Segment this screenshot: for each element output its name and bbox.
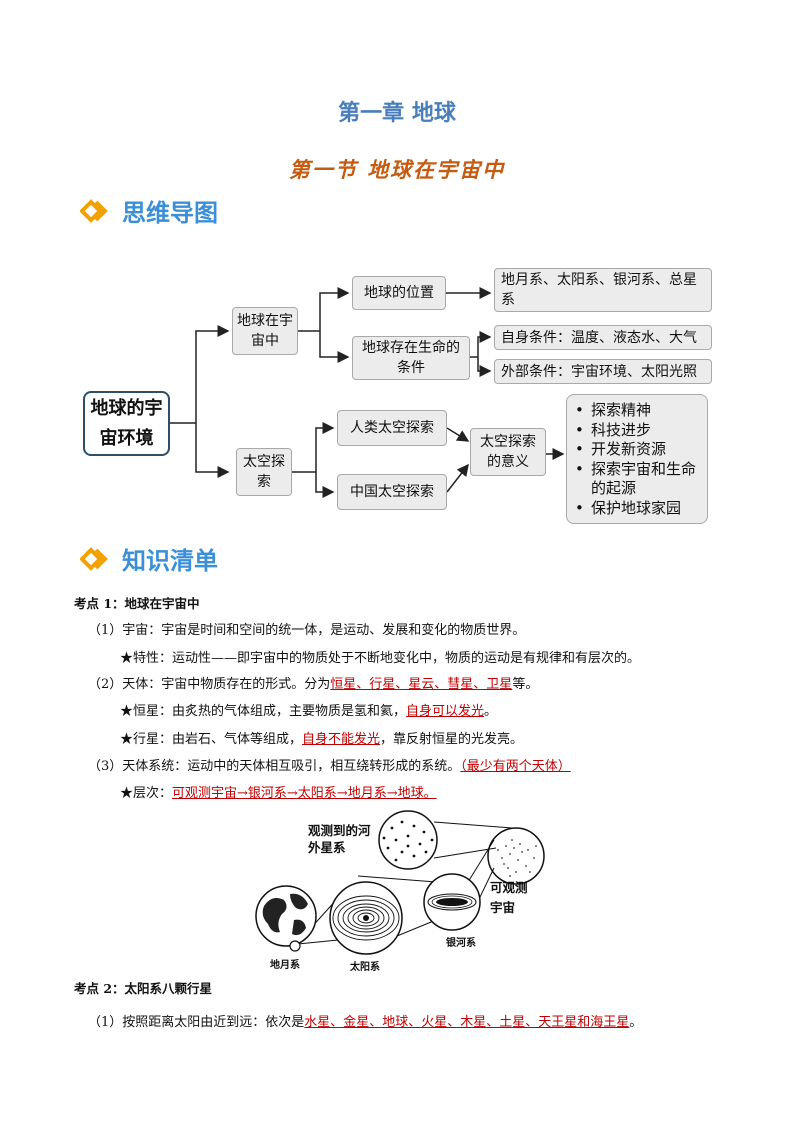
kp1-line-universe: （1）宇宙：宇宙是时间和空间的统一体，是运动、发展和变化的物质世界。 — [88, 623, 526, 638]
kp2-title: 考点 2：太阳系八颗行星 — [74, 981, 213, 996]
kp1-line-system: （3）天体系统：运动中的天体相互吸引，相互绕转形成的系统。（最少有两个天体） — [88, 759, 571, 774]
knowledge-heading: 知识清单 — [80, 541, 218, 576]
list-item: •科技进步 — [575, 420, 652, 439]
list-item: •探索宇宙和生命的起源 — [575, 459, 697, 498]
kp2-line-planet-order: （1）按照距离太阳由近到远：依次是水星、金星、地球、火星、木星、土星、天王星和海… — [88, 1015, 643, 1030]
node-earth-in-universe: 地球在宇宙中 — [232, 307, 298, 355]
kp1-line-star: ★恒星：由炙热的气体组成，主要物质是氢和氦，自身可以发光。 — [120, 704, 498, 719]
node-china-exploration: 中国太空探索 — [337, 474, 447, 510]
node-life-conditions: 地球存在生命的条件 — [352, 336, 470, 380]
celestial-systems-figure: 观测到的河外星系 可观测宇宙 银河系 太阳系 地月系 — [250, 810, 550, 973]
label-galaxies: 观测到的河外星系 — [308, 823, 371, 855]
celestial-systems-illustration — [255, 810, 545, 955]
kp1-line-celestial: （2）天体：宇宙中物质存在的形式。分为恒星、行星、星云、彗星、卫星等。 — [88, 677, 539, 692]
kp1-line-planet: ★行星：由岩石、气体等组成，自身不能发光，靠反射恒星的光发亮。 — [120, 732, 524, 747]
node-exploration-significance: 太空探索的意义 — [470, 428, 546, 476]
mindmap-root: 地球的宇宙环境 — [83, 391, 170, 456]
node-system-levels: 地月系、太阳系、银河系、总星系 — [494, 268, 712, 312]
label-observable-universe: 可观测宇宙 — [490, 880, 528, 915]
node-space-exploration: 太空探索 — [236, 448, 292, 496]
label-earth-moon: 地月系 — [270, 960, 300, 971]
node-internal-conditions: 自身条件：温度、液态水、大气 — [494, 325, 712, 350]
kp1-line-levels: ★层次：可观测宇宙→银河系→太阳系→地月系→地球。 — [120, 786, 437, 801]
list-item: •保护地球家园 — [575, 498, 682, 517]
double-chevron-icon — [80, 546, 108, 571]
label-solar-system: 太阳系 — [350, 962, 380, 973]
mindmap-heading-text: 思维导图 — [122, 199, 218, 227]
kp1-title: 考点 1：地球在宇宙中 — [74, 596, 200, 611]
kp1-line-property: ★特性：运动性——即宇宙中的物质处于不断地变化中，物质的运动是有规律和有层次的。 — [120, 651, 641, 666]
node-external-conditions: 外部条件：宇宙环境、太阳光照 — [494, 359, 712, 384]
section-title: 第一节 地球在宇宙中 — [288, 157, 506, 182]
node-earth-position: 地球的位置 — [352, 276, 446, 310]
significance-list: •探索精神 •科技进步 •开发新资源 •探索宇宙和生命的起源 •保护地球家园 — [566, 394, 708, 524]
double-chevron-icon — [80, 198, 108, 223]
list-item: •探索精神 — [575, 401, 652, 419]
chapter-title: 第一章 地球 — [338, 100, 456, 126]
node-human-exploration: 人类太空探索 — [337, 410, 447, 446]
mindmap-heading: 思维导图 — [80, 193, 218, 228]
knowledge-heading-text: 知识清单 — [122, 547, 218, 575]
list-item: •开发新资源 — [575, 440, 667, 458]
label-milky-way: 银河系 — [446, 938, 476, 949]
